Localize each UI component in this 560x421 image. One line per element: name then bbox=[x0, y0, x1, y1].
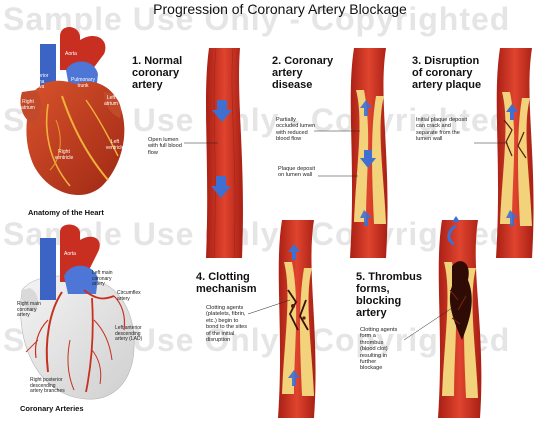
step-2-heading: 2. Coronary artery disease bbox=[272, 55, 334, 91]
step-2-note-plaque: Plaque deposit on lumen wall bbox=[278, 166, 316, 179]
label-posterior-descending: Right posterior descending artery branch… bbox=[30, 377, 65, 395]
page-title: Progression of Coronary Artery Blockage bbox=[153, 1, 407, 17]
flow-arrow-icon bbox=[447, 224, 457, 246]
flow-arrow-icon bbox=[211, 176, 231, 198]
flow-arrow-icon bbox=[506, 104, 518, 120]
coronary-arteries-illustration bbox=[20, 224, 135, 400]
label-left-main-coronary: Left main coronary artery bbox=[92, 270, 113, 288]
vessel-2-disease bbox=[314, 48, 388, 258]
flow-arrow-icon bbox=[288, 244, 300, 260]
flow-arrow-icon bbox=[360, 210, 372, 226]
label-left-atrium: Left atrium bbox=[104, 95, 118, 107]
label-right-ventricle: Right ventricle bbox=[54, 149, 74, 161]
label-pulmonary-trunk: Pulmonary trunk bbox=[71, 77, 95, 89]
step-5-note: Clotting agents form a thrombus (blood c… bbox=[360, 327, 398, 372]
flow-arrow-icon bbox=[360, 100, 372, 116]
heart-anatomy-illustration bbox=[20, 27, 125, 196]
step-3-note: Initial plaque deposit can crack and sep… bbox=[416, 117, 468, 143]
flow-arrow-icon bbox=[212, 100, 232, 122]
vessel-1-normal bbox=[184, 47, 243, 259]
flow-arrow-icon bbox=[506, 210, 518, 226]
vessel-4-clotting bbox=[247, 220, 316, 418]
watermark-top: Sample Use Only - Copyrighted bbox=[3, 1, 511, 37]
label-lad: Left anterior descending artery (LAD) bbox=[115, 325, 143, 343]
label-coronary-aorta: Aorta bbox=[64, 251, 76, 257]
step-3-heading: 3. Disruption of coronary artery plaque bbox=[412, 55, 482, 91]
label-circumflex: Circumflex artery bbox=[117, 290, 141, 302]
flow-arrow-icon bbox=[288, 370, 300, 386]
step-2-note-lumen: Partially occluded lumen with reduced bl… bbox=[276, 117, 316, 143]
vessel-3-disruption bbox=[474, 48, 534, 258]
label-left-ventricle: Left ventricle bbox=[105, 139, 125, 151]
step-4-note: Clotting agents (platelets, fibrin, etc.… bbox=[206, 305, 248, 344]
step-1-heading: 1. Normal coronary artery bbox=[132, 55, 183, 91]
vessel-5-thrombus bbox=[403, 216, 482, 418]
label-right-atrium: Right atrium bbox=[21, 99, 35, 111]
caption-anatomy: Anatomy of the Heart bbox=[28, 208, 104, 217]
flow-arrow-icon bbox=[360, 150, 376, 168]
label-superior-vena-cava: Superior vena cava bbox=[29, 73, 49, 91]
label-apex: Apex bbox=[106, 181, 118, 187]
label-aorta: Aorta bbox=[65, 51, 77, 57]
label-right-main-coronary: Right main coronary artery bbox=[17, 301, 41, 319]
caption-coronary: Coronary Arteries bbox=[20, 404, 84, 413]
step-4-heading: 4. Clotting mechanism bbox=[196, 271, 257, 295]
step-1-note: Open lumen with full blood flow bbox=[148, 137, 182, 156]
step-5-heading: 5. Thrombus forms, blocking artery bbox=[356, 271, 423, 319]
